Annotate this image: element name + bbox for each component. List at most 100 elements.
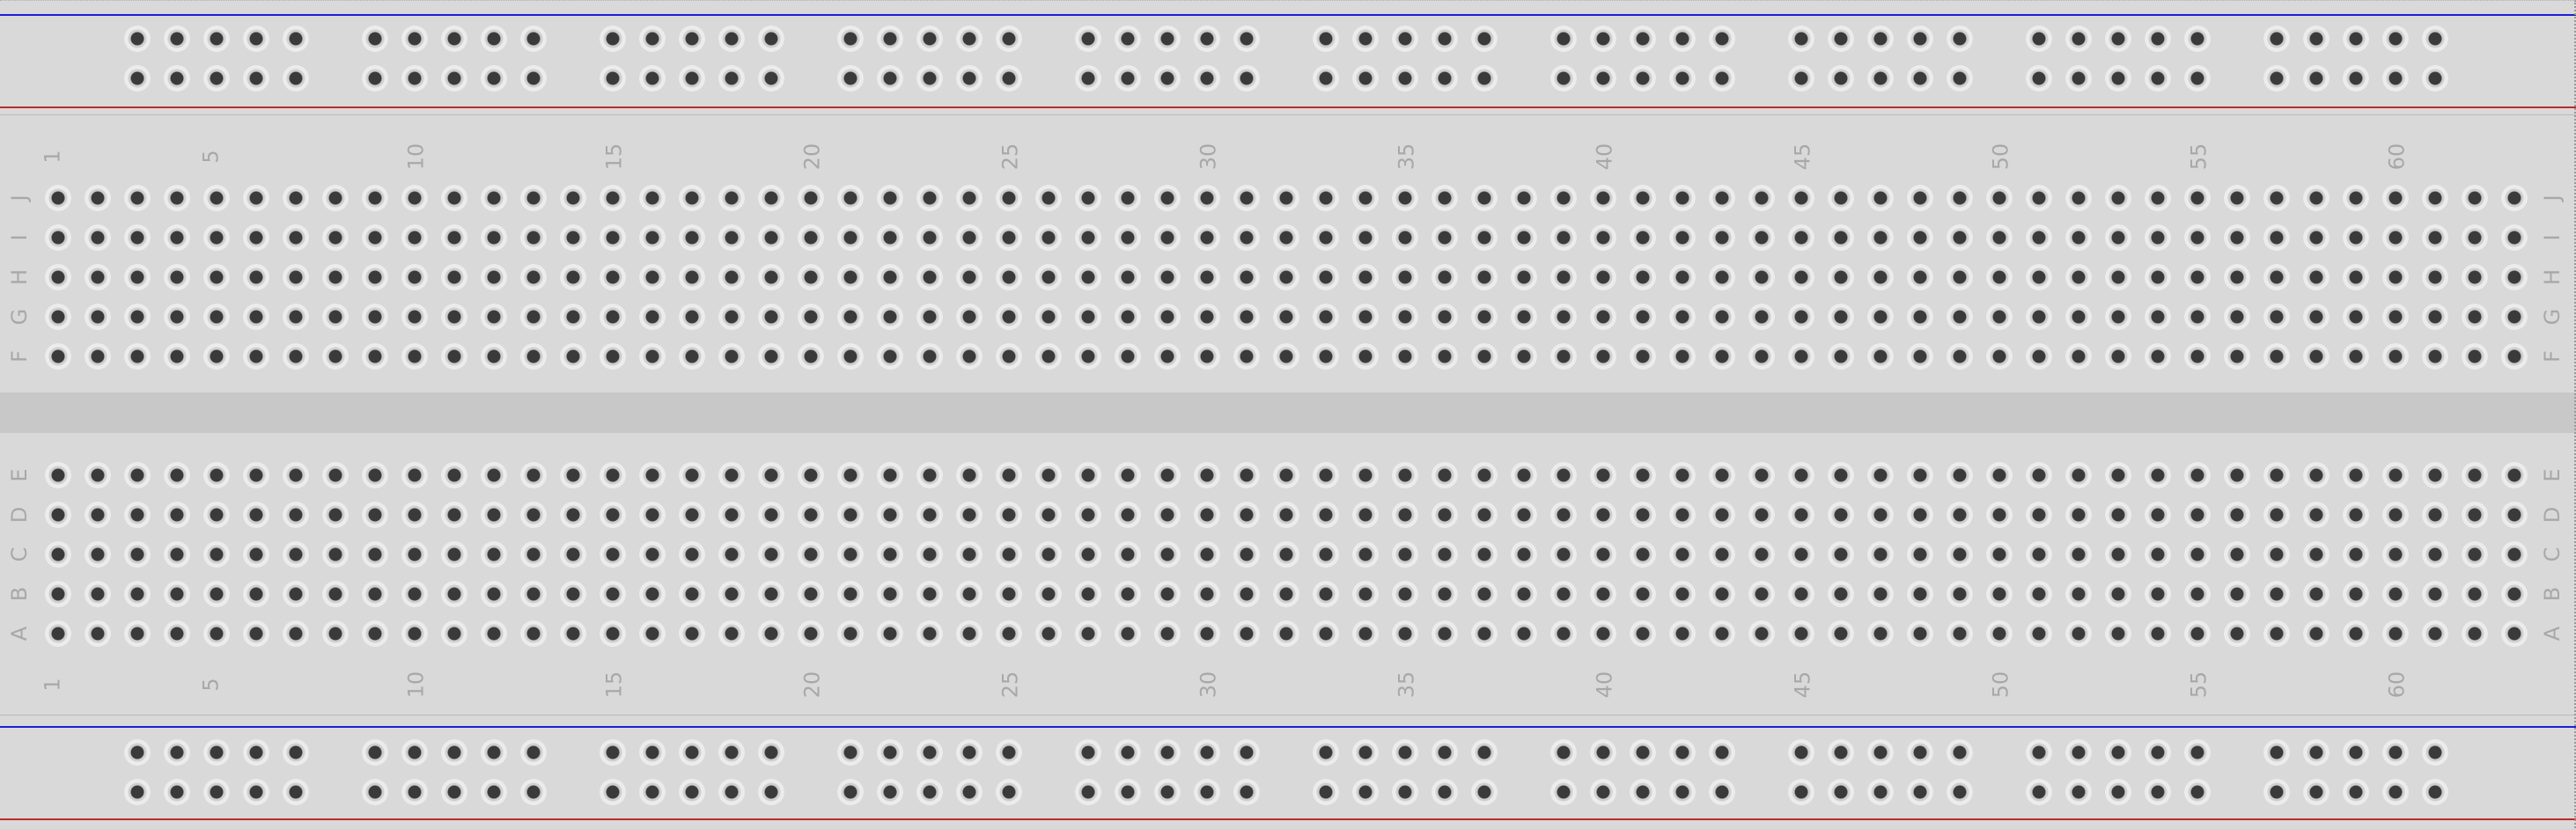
hole-b-51[interactable]	[2026, 581, 2052, 607]
hole-a-46[interactable]	[1828, 620, 1854, 647]
bottom-rail-positive-hole[interactable]	[1669, 779, 1696, 805]
top-rail-positive-hole[interactable]	[2026, 65, 2052, 92]
bottom-rail-negative-hole[interactable]	[1075, 739, 1101, 766]
hole-i-31[interactable]	[1233, 224, 1260, 251]
top-rail-positive-hole[interactable]	[164, 65, 190, 92]
hole-g-31[interactable]	[1233, 304, 1260, 330]
hole-j-26[interactable]	[1035, 185, 1062, 211]
hole-b-26[interactable]	[1035, 581, 1062, 607]
hole-f-8[interactable]	[322, 343, 349, 370]
hole-f-27[interactable]	[1075, 343, 1101, 370]
hole-g-63[interactable]	[2501, 304, 2528, 330]
hole-i-46[interactable]	[1828, 224, 1854, 251]
bottom-rail-positive-hole[interactable]	[2105, 779, 2131, 805]
hole-i-49[interactable]	[1947, 224, 1973, 251]
hole-f-37[interactable]	[1471, 343, 1498, 370]
hole-d-31[interactable]	[1233, 502, 1260, 528]
hole-h-36[interactable]	[1432, 264, 1458, 290]
top-rail-negative-hole[interactable]	[164, 26, 190, 52]
bottom-rail-negative-hole[interactable]	[1709, 739, 1735, 766]
hole-d-18[interactable]	[718, 502, 745, 528]
bottom-rail-positive-hole[interactable]	[481, 779, 507, 805]
hole-a-60[interactable]	[2382, 620, 2409, 647]
hole-g-40[interactable]	[1590, 304, 1616, 330]
hole-b-43[interactable]	[1709, 581, 1735, 607]
hole-i-38[interactable]	[1511, 224, 1537, 251]
hole-g-7[interactable]	[283, 304, 309, 330]
hole-f-56[interactable]	[2224, 343, 2250, 370]
hole-c-37[interactable]	[1471, 541, 1498, 568]
hole-f-23[interactable]	[916, 343, 943, 370]
hole-h-35[interactable]	[1392, 264, 1418, 290]
hole-i-21[interactable]	[837, 224, 864, 251]
bottom-rail-negative-hole[interactable]	[362, 739, 388, 766]
bottom-rail-negative-hole[interactable]	[956, 739, 983, 766]
hole-i-11[interactable]	[441, 224, 467, 251]
hole-d-10[interactable]	[401, 502, 428, 528]
hole-g-27[interactable]	[1075, 304, 1101, 330]
top-rail-positive-hole[interactable]	[679, 65, 705, 92]
hole-i-41[interactable]	[1630, 224, 1656, 251]
top-rail-negative-hole[interactable]	[1947, 26, 1973, 52]
top-rail-negative-hole[interactable]	[2065, 26, 2092, 52]
top-rail-negative-hole[interactable]	[2105, 26, 2131, 52]
hole-g-14[interactable]	[560, 304, 586, 330]
hole-j-39[interactable]	[1550, 185, 1577, 211]
hole-c-36[interactable]	[1432, 541, 1458, 568]
hole-b-9[interactable]	[362, 581, 388, 607]
hole-e-4[interactable]	[164, 462, 190, 488]
hole-b-18[interactable]	[718, 581, 745, 607]
hole-h-8[interactable]	[322, 264, 349, 290]
bottom-rail-positive-hole[interactable]	[1392, 779, 1418, 805]
hole-c-12[interactable]	[481, 541, 507, 568]
hole-e-10[interactable]	[401, 462, 428, 488]
hole-a-54[interactable]	[2145, 620, 2171, 647]
hole-a-45[interactable]	[1788, 620, 1814, 647]
hole-c-9[interactable]	[362, 541, 388, 568]
top-rail-positive-hole[interactable]	[1233, 65, 1260, 92]
bottom-rail-negative-hole[interactable]	[1630, 739, 1656, 766]
top-rail-negative-hole[interactable]	[1709, 26, 1735, 52]
hole-i-39[interactable]	[1550, 224, 1577, 251]
hole-g-48[interactable]	[1907, 304, 1933, 330]
hole-j-12[interactable]	[481, 185, 507, 211]
top-rail-positive-hole[interactable]	[1154, 65, 1181, 92]
hole-h-5[interactable]	[203, 264, 230, 290]
bottom-rail-positive-hole[interactable]	[996, 779, 1022, 805]
top-rail-negative-hole[interactable]	[2382, 26, 2409, 52]
bottom-rail-positive-hole[interactable]	[441, 779, 467, 805]
hole-i-55[interactable]	[2184, 224, 2211, 251]
hole-e-54[interactable]	[2145, 462, 2171, 488]
top-rail-positive-hole[interactable]	[124, 65, 151, 92]
hole-f-28[interactable]	[1115, 343, 1141, 370]
top-rail-positive-hole[interactable]	[956, 65, 983, 92]
hole-e-19[interactable]	[758, 462, 784, 488]
hole-j-55[interactable]	[2184, 185, 2211, 211]
hole-h-51[interactable]	[2026, 264, 2052, 290]
hole-a-10[interactable]	[401, 620, 428, 647]
hole-f-44[interactable]	[1748, 343, 1775, 370]
bottom-rail-negative-hole[interactable]	[441, 739, 467, 766]
top-rail-negative-hole[interactable]	[877, 26, 903, 52]
bottom-rail-positive-hole[interactable]	[1313, 779, 1339, 805]
hole-i-30[interactable]	[1194, 224, 1220, 251]
hole-e-24[interactable]	[956, 462, 983, 488]
top-rail-positive-hole[interactable]	[283, 65, 309, 92]
hole-d-56[interactable]	[2224, 502, 2250, 528]
hole-i-16[interactable]	[639, 224, 666, 251]
hole-b-60[interactable]	[2382, 581, 2409, 607]
hole-j-28[interactable]	[1115, 185, 1141, 211]
hole-b-47[interactable]	[1867, 581, 1894, 607]
hole-f-14[interactable]	[560, 343, 586, 370]
hole-j-47[interactable]	[1867, 185, 1894, 211]
hole-h-29[interactable]	[1154, 264, 1181, 290]
hole-e-22[interactable]	[877, 462, 903, 488]
hole-d-49[interactable]	[1947, 502, 1973, 528]
hole-e-13[interactable]	[520, 462, 547, 488]
hole-j-13[interactable]	[520, 185, 547, 211]
bottom-rail-negative-hole[interactable]	[2145, 739, 2171, 766]
hole-b-32[interactable]	[1273, 581, 1299, 607]
hole-b-17[interactable]	[679, 581, 705, 607]
hole-h-45[interactable]	[1788, 264, 1814, 290]
hole-b-29[interactable]	[1154, 581, 1181, 607]
